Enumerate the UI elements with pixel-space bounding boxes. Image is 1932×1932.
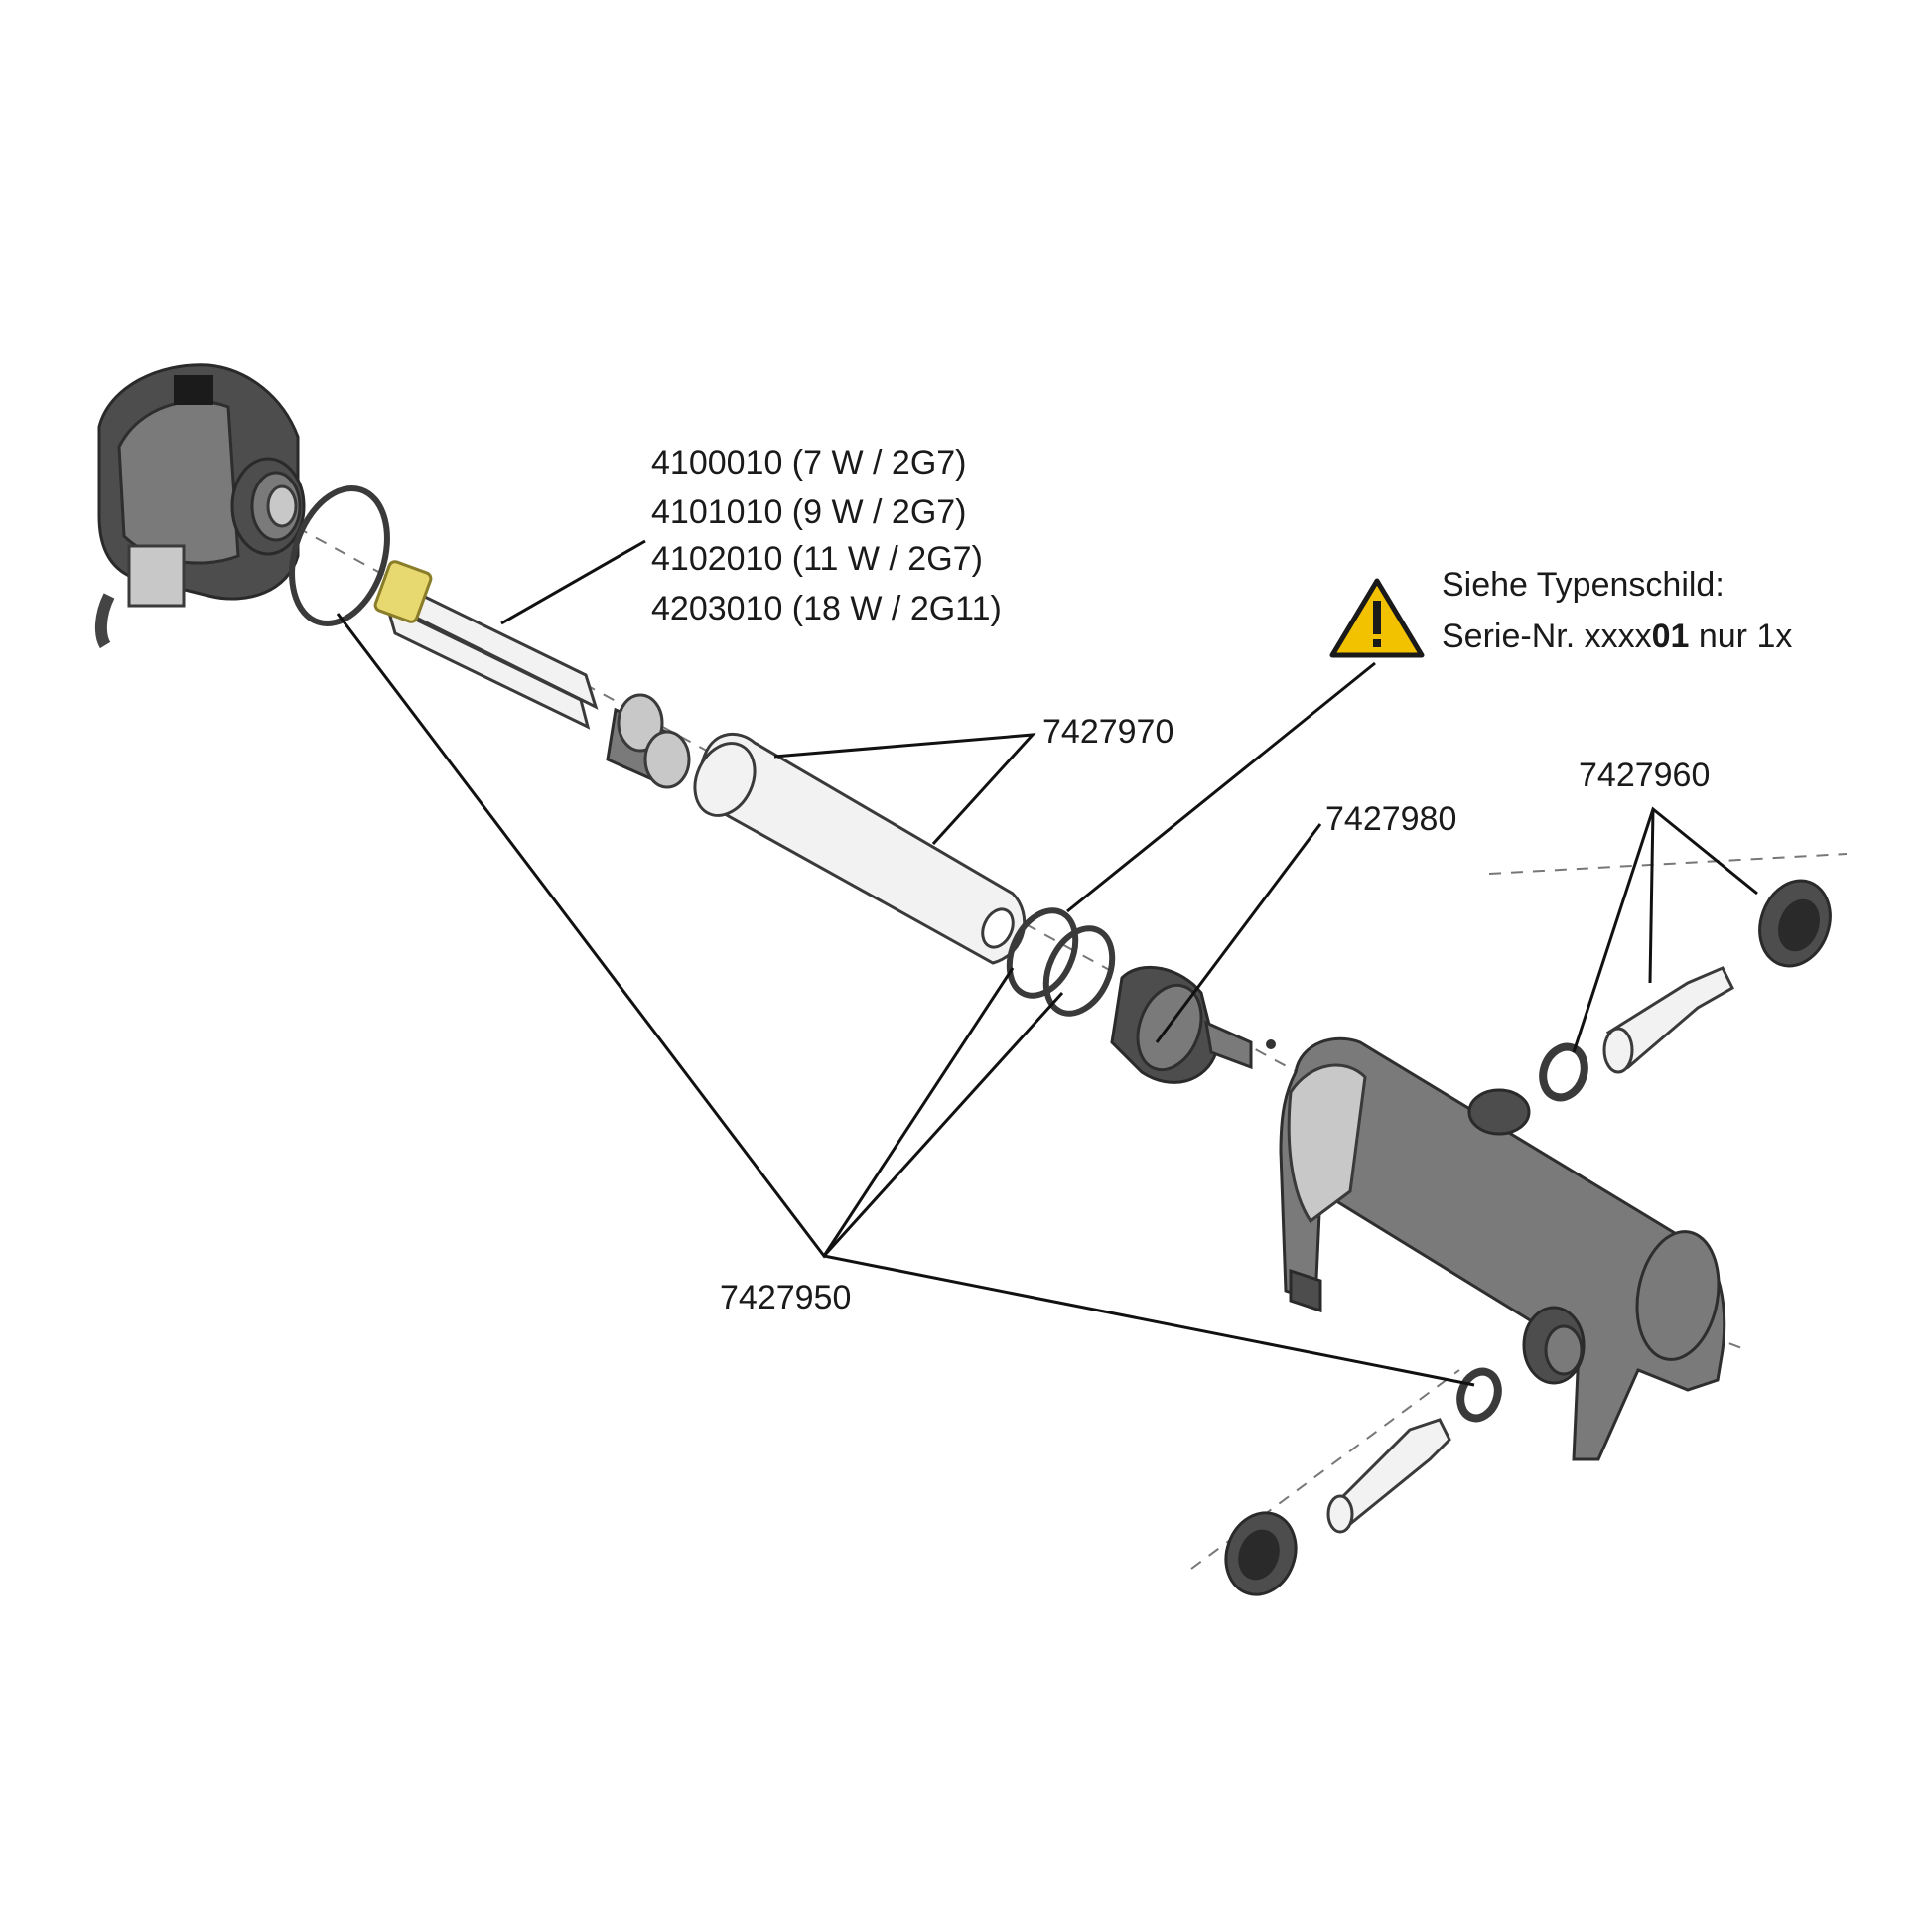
label-hose-connector-set: 7427960 [1579, 757, 1710, 794]
uv-lamp [373, 560, 599, 730]
lamp-head-unit [94, 363, 306, 649]
label-seal-set: 7427950 [720, 1279, 851, 1316]
warning-line-2: Serie-Nr. xxxx01 nur 1x [1442, 618, 1792, 655]
lamp-label-7w: 4100010 (7 W / 2G7) [651, 444, 967, 482]
lamp-part-labels: 4100010 (7 W / 2G7) 4101010 (9 W / 2G7) … [651, 444, 1002, 627]
warning-line-1: Siehe Typenschild: [1442, 566, 1725, 604]
hose-connector-set-lower [1224, 1367, 1502, 1596]
spare-part-labels: 7427970 7427980 7427960 7427950 [720, 713, 1710, 1316]
lamp-label-11w: 4102010 (11 W / 2G7) [651, 540, 983, 578]
leader-lines [336, 539, 1758, 1387]
lamp-spacer [606, 693, 691, 789]
warning-triangle-icon [1329, 578, 1425, 658]
bayonet-ring [1110, 965, 1276, 1084]
hose-connector-set-upper [1539, 879, 1832, 1102]
label-quartz-tube: 7427970 [1042, 713, 1173, 751]
lamp-label-18w: 4203010 (18 W / 2G11) [651, 590, 1002, 627]
lamp-label-9w: 4101010 (9 W / 2G7) [651, 493, 967, 531]
small-o-rings [1006, 907, 1116, 1017]
large-o-ring [289, 484, 390, 627]
uv-clarifier-housing [1279, 1036, 1726, 1461]
warning-note: Siehe Typenschild: Serie-Nr. xxxx01 nur … [1329, 566, 1792, 658]
label-bayonet-ring: 7427980 [1325, 800, 1456, 838]
quartz-tube [693, 732, 1027, 965]
